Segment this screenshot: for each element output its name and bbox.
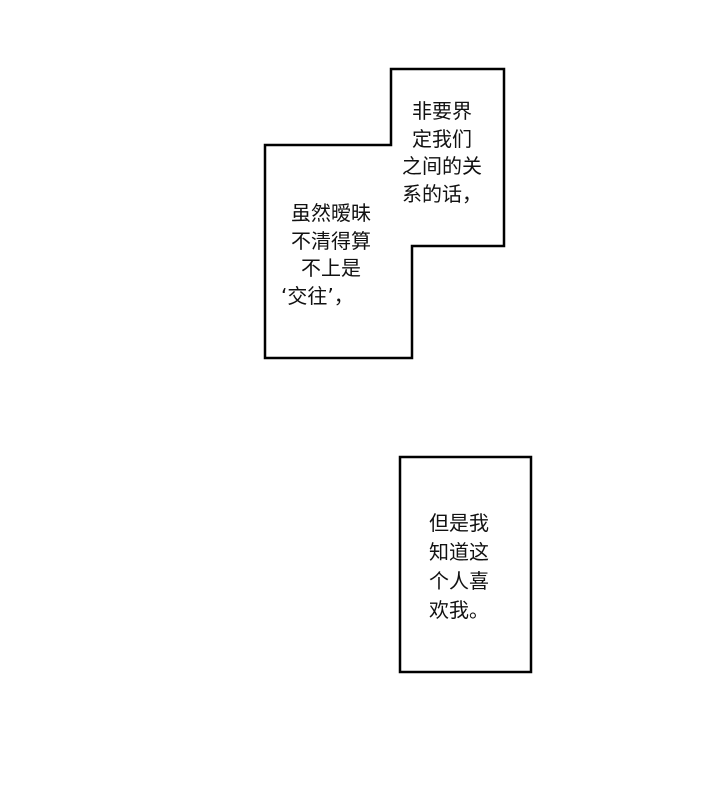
- caption-left: 虽然暧昧 不清得算 不上是 ‘交往’，: [281, 200, 381, 310]
- combined-caption-box-outline: [263, 67, 506, 360]
- caption-line: 定我们: [412, 126, 472, 151]
- caption-line: 但是我: [429, 511, 489, 535]
- caption-line: 之间的关: [402, 154, 482, 178]
- caption-top-right: 非要界 定我们 之间的关 系的话，: [402, 98, 482, 208]
- caption-line: 知道这: [429, 540, 489, 564]
- caption-line: ‘交往’，: [281, 283, 354, 308]
- caption-line: 不清得算: [291, 228, 371, 253]
- caption-line: 欢我。: [429, 598, 489, 622]
- caption-line: 系的话，: [402, 181, 482, 206]
- caption-line: 非要界: [412, 99, 472, 123]
- caption-line: 个人喜: [429, 569, 489, 593]
- bottom-caption-box-outline: [398, 455, 533, 674]
- caption-line: 虽然暧昧: [291, 201, 371, 225]
- caption-bottom: 但是我 知道这 个人喜 欢我。: [429, 509, 489, 625]
- caption-line: 不上是: [301, 256, 361, 280]
